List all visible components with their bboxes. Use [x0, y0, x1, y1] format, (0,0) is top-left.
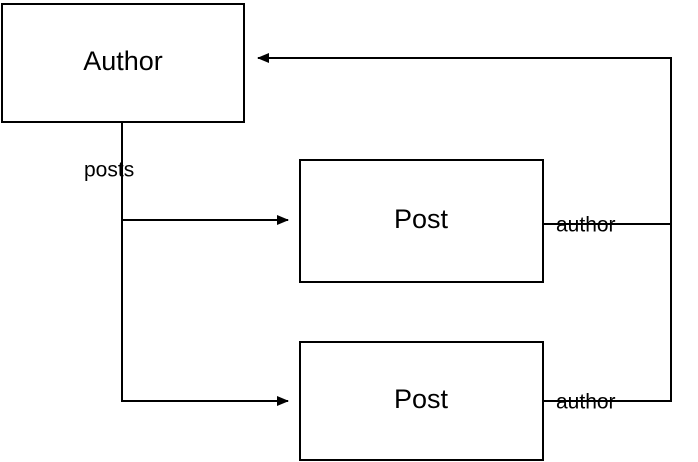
edge-author-posts-post2 [121, 220, 289, 406]
node-post-1-box [299, 159, 544, 283]
edge-post2-author-author [543, 224, 672, 402]
edge-author-posts-post1 [121, 122, 289, 225]
edge-post1-author-author [257, 53, 672, 225]
node-author[interactable]: Author [1, 3, 245, 123]
node-author-box [1, 3, 245, 123]
node-post-2-label: Post [394, 384, 449, 414]
edge-label-author-2: author [556, 391, 616, 414]
node-post-2-box [299, 341, 544, 461]
edge-label-author-1: author [556, 214, 616, 237]
edge-label-posts: posts [84, 159, 134, 182]
node-author-label: Author [83, 46, 163, 76]
node-post-2[interactable]: Post [299, 341, 544, 461]
node-post-1-label: Post [394, 204, 449, 234]
node-post-1[interactable]: Post [299, 159, 544, 283]
